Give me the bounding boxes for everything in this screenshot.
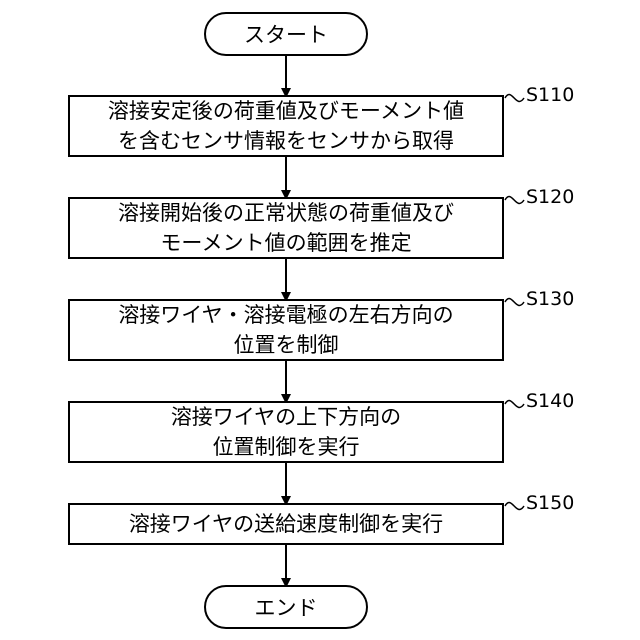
leader-s130	[505, 299, 524, 306]
start-label: スタート	[244, 19, 328, 49]
step-s140-box: 溶接ワイヤの上下方向の 位置制御を実行	[68, 401, 504, 463]
step-s110-id: S110	[526, 84, 574, 106]
leader-s110	[505, 95, 524, 102]
leader-s150	[505, 503, 524, 510]
step-s140-id: S140	[526, 390, 574, 412]
step-s130-box: 溶接ワイヤ・溶接電極の左右方向の 位置を制御	[68, 299, 504, 361]
step-s110-line-2: を含むセンサ情報をセンサから取得	[118, 126, 454, 156]
step-s150-line-1: 溶接ワイヤの送給速度制御を実行	[129, 509, 443, 539]
step-s120-line-1: 溶接開始後の正常状態の荷重値及び	[118, 198, 454, 228]
step-s120-line-2: モーメント値の範囲を推定	[160, 228, 411, 258]
end-label: エンド	[255, 592, 318, 622]
step-s130-id: S130	[526, 288, 574, 310]
start-terminal: スタート	[204, 12, 368, 56]
step-s120-box: 溶接開始後の正常状態の荷重値及び モーメント値の範囲を推定	[68, 197, 504, 259]
leader-s120	[505, 197, 524, 204]
leader-s140	[505, 401, 524, 408]
step-s150-id: S150	[526, 492, 574, 514]
step-s140-line-1: 溶接ワイヤの上下方向の	[171, 402, 401, 432]
step-s120-id: S120	[526, 186, 574, 208]
step-s110-box: 溶接安定後の荷重値及びモーメント値 を含むセンサ情報をセンサから取得	[68, 95, 504, 157]
step-s140-line-2: 位置制御を実行	[213, 432, 360, 462]
step-s110-line-1: 溶接安定後の荷重値及びモーメント値	[108, 96, 464, 126]
step-s130-line-1: 溶接ワイヤ・溶接電極の左右方向の	[118, 300, 453, 330]
step-s130-line-2: 位置を制御	[234, 330, 339, 360]
step-s150-box: 溶接ワイヤの送給速度制御を実行	[68, 503, 504, 545]
end-terminal: エンド	[204, 585, 368, 629]
